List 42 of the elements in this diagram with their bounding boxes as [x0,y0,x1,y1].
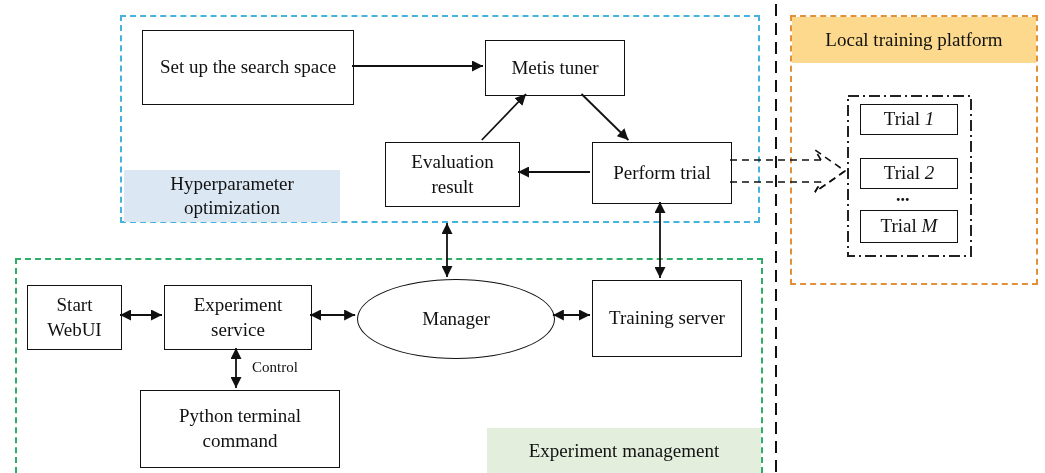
box-label: Trial M [880,214,938,239]
arrow [480,93,527,141]
process-box [860,104,958,135]
dash-dot-container [847,95,972,257]
arrow [654,201,666,279]
edge-label: Control [252,360,298,375]
dashed-group-box [790,15,1038,285]
arrow [230,347,242,389]
dashed-group-box [15,258,763,473]
box-label: Manager [422,306,490,331]
box-label: Set up the search space [159,55,337,80]
box-label: Evaluation result [410,149,495,199]
box-label: Python terminal command [178,404,302,453]
process-box [860,158,958,189]
arrow [309,309,356,321]
arrow [580,93,630,141]
box-label: Perform trial [613,160,711,185]
arrow [351,60,484,72]
box-label: Trial 2 [883,161,935,186]
process-box [140,390,340,468]
ellipsis-label: ... [896,186,910,204]
box-label: Training server [609,306,725,331]
process-box [142,30,354,105]
group-heading: Experiment management [487,428,761,473]
arrow [517,166,591,178]
box-label: Experiment service [192,292,284,342]
group-heading: Hyperparameter optimization [124,170,340,222]
process-box [385,142,520,207]
group-heading: Local training platform [792,17,1036,63]
box-label: Trial 1 [883,107,935,132]
arrow [119,309,163,321]
process-box [592,280,742,357]
process-box [27,285,122,350]
arrow [441,222,453,278]
dashed-group-box [120,15,760,223]
process-box [860,210,958,243]
box-label: Metis tuner [511,55,599,80]
arrow [552,309,591,321]
process-box [164,285,312,350]
process-box [485,40,625,96]
process-box [592,142,732,204]
box-label: Start WebUI [46,292,103,342]
